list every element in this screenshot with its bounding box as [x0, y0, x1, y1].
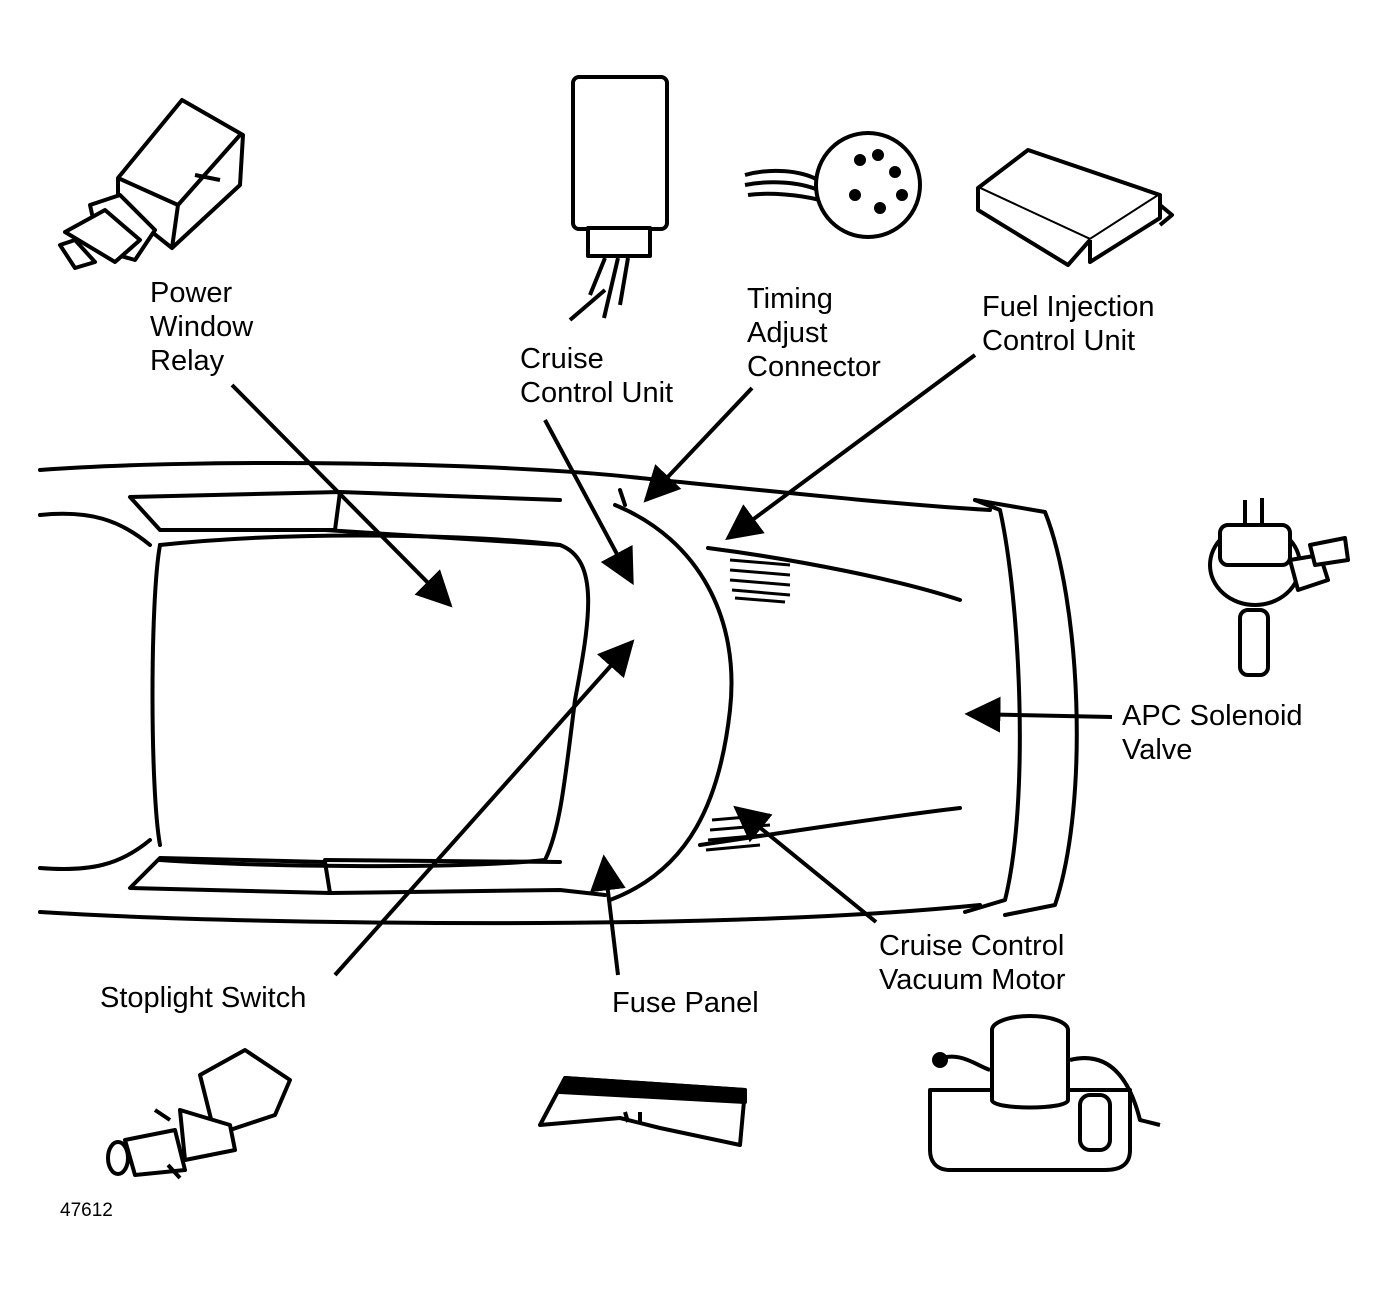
fuel-injection-unit-illustration [976, 148, 1174, 267]
vacuum-motor-illustration [928, 1014, 1161, 1172]
apc-solenoid-valve-illustration [1208, 498, 1350, 677]
arrow-apc-solenoid [964, 696, 1113, 733]
fuse-panel-label: Fuse Panel [612, 986, 759, 1020]
label-line: Adjust [747, 317, 828, 349]
apc-solenoid-valve-label: APC Solenoid Valve [1122, 699, 1303, 767]
arrow-stoplight-switch [333, 639, 635, 977]
label-line: Control Unit [982, 325, 1136, 357]
label-line: Fuse Panel [612, 987, 759, 1019]
power-window-relay-label: Power Window Relay [150, 276, 253, 378]
timing-adjust-connector-illustration [744, 131, 922, 239]
arrow-timing-adjust [643, 386, 754, 503]
label-line: APC Solenoid [1122, 700, 1303, 732]
label-line: Stoplight Switch [100, 982, 307, 1014]
cruise-control-unit-label: Cruise Control Unit [520, 342, 673, 410]
car-outline [38, 461, 1079, 926]
label-line: Control Unit [520, 377, 674, 409]
figure-number: 47612 [60, 1200, 113, 1221]
arrow-cruise-control-unit [543, 419, 634, 586]
label-line: Cruise [520, 343, 604, 375]
power-window-relay-illustration [58, 98, 245, 270]
cruise-control-unit-illustration [568, 75, 669, 322]
leader-arrows [230, 353, 1113, 977]
label-line: Cruise Control [879, 930, 1065, 962]
vent-hatch [705, 558, 791, 852]
label-line: Vacuum Motor [879, 964, 1066, 996]
label-line: Connector [747, 351, 881, 383]
fuel-injection-control-unit-label: Fuel Injection Control Unit [982, 290, 1155, 358]
cruise-control-vacuum-motor-label: Cruise Control Vacuum Motor [879, 929, 1065, 997]
label-line: Relay [150, 345, 225, 377]
stoplight-switch-illustration [106, 1048, 292, 1180]
timing-adjust-connector-label: Timing Adjust Connector [747, 282, 881, 384]
label-line: Fuel Injection [982, 291, 1155, 323]
arrow-power-window-relay [230, 383, 453, 608]
label-line: Power [150, 277, 233, 309]
label-line: Timing [747, 283, 833, 315]
arrow-vacuum-motor [733, 805, 878, 924]
stoplight-switch-label: Stoplight Switch [100, 981, 306, 1015]
arrow-fuse-panel [589, 854, 626, 976]
label-line: Window [150, 311, 254, 343]
label-line: Valve [1122, 734, 1193, 766]
arrow-fuel-injection [725, 353, 977, 541]
fuse-panel-illustration [538, 1076, 747, 1147]
